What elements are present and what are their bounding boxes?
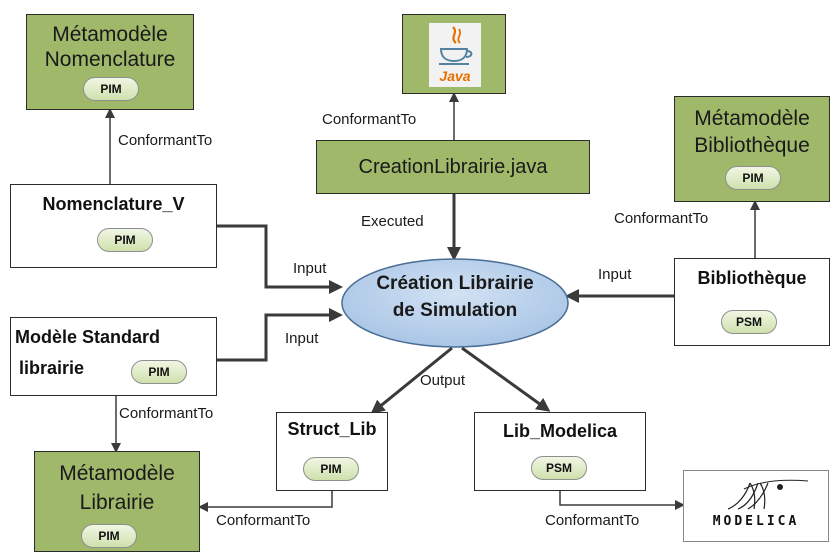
bibliotheque-title: Bibliothèque xyxy=(697,268,807,288)
edge-label-input-bibliotheque: Input xyxy=(598,266,632,283)
edge-input-nomenclature xyxy=(217,224,343,294)
java-cup-icon xyxy=(439,26,473,65)
pim-badge: PIM xyxy=(725,166,781,190)
metamodel-nomenclature-line1: Métamodèle xyxy=(52,23,168,46)
lib-modelica-title: Lib_Modelica xyxy=(502,421,618,441)
pim-badge: PIM xyxy=(303,457,359,481)
nomenclature-v-title: Nomenclature_V xyxy=(42,194,185,214)
metamodel-bibliotheque-box: Métamodèle Bibliothèque PIM xyxy=(674,96,830,202)
edge-conformant-modelica xyxy=(559,491,685,510)
struct-lib-title: Struct_Lib xyxy=(287,419,377,439)
process-label: Création Librairie de Simulation xyxy=(330,270,580,324)
metamodel-librairie-box: Métamodèle Librairie PIM xyxy=(34,451,200,552)
metamodel-librairie-line1: Métamodèle xyxy=(59,462,175,485)
edge-label-output: Output xyxy=(420,372,466,389)
nomenclature-v-box: Nomenclature_V PIM xyxy=(10,184,217,268)
creation-java-box: CreationLibrairie.java xyxy=(316,140,590,194)
edge-label-conformant-nomenclature: ConformantTo xyxy=(118,132,213,149)
pim-badge: PIM xyxy=(131,360,187,384)
metamodel-nomenclature-line2: Nomenclature xyxy=(44,48,176,71)
edge-label-conformant-modelica: ConformantTo xyxy=(545,512,640,529)
edge-output-modelica xyxy=(461,346,551,412)
edge-input-modele xyxy=(217,308,343,362)
edge-label-input-modele: Input xyxy=(285,330,319,347)
edge-label-conformant-modele: ConformantTo xyxy=(119,405,214,422)
modele-standard-box: Modèle Standard librairie PIM xyxy=(10,317,217,396)
modelica-logo-box: MODELICA xyxy=(683,470,829,542)
struct-lib-box: Struct_Lib PIM xyxy=(276,412,388,491)
edge-output-struct xyxy=(370,346,453,414)
java-logo-box: Java xyxy=(402,14,506,94)
process-ellipse xyxy=(341,258,569,348)
metamodel-bibliotheque-line2: Bibliothèque xyxy=(694,134,810,157)
creation-java-title: CreationLibrairie.java xyxy=(358,156,548,178)
java-logo-text: Java xyxy=(439,68,471,84)
edge-label-conformant-java: ConformantTo xyxy=(322,111,417,128)
metamodel-librairie-line2: Librairie xyxy=(79,491,155,514)
edge-label-conformant-struct: ConformantTo xyxy=(216,512,311,529)
psm-badge: PSM xyxy=(721,310,777,334)
modelica-swirl-icon xyxy=(727,479,809,510)
process-label-line2: de Simulation xyxy=(392,300,518,321)
edge-conformant-struct xyxy=(198,491,333,512)
modele-standard-line2: librairie xyxy=(19,358,85,378)
metamodel-bibliotheque-line1: Métamodèle xyxy=(694,107,810,130)
pim-badge: PIM xyxy=(97,228,153,252)
psm-badge: PSM xyxy=(531,456,587,480)
modelica-logo-text: MODELICA xyxy=(712,514,800,529)
metamodel-nomenclature-box: Métamodèle Nomenclature PIM xyxy=(26,14,194,110)
edge-label-input-nomenclature: Input xyxy=(293,260,327,277)
bibliotheque-box: Bibliothèque PSM xyxy=(674,258,830,346)
edge-label-executed: Executed xyxy=(361,213,424,230)
pim-badge: PIM xyxy=(83,77,139,101)
lib-modelica-box: Lib_Modelica PSM xyxy=(474,412,646,491)
edge-label-conformant-bibliotheque: ConformantTo xyxy=(614,210,709,227)
pim-badge: PIM xyxy=(81,524,137,548)
process-label-line1: Création Librairie xyxy=(376,273,534,294)
java-logo: Java xyxy=(429,23,481,87)
modele-standard-line1: Modèle Standard xyxy=(15,327,161,347)
